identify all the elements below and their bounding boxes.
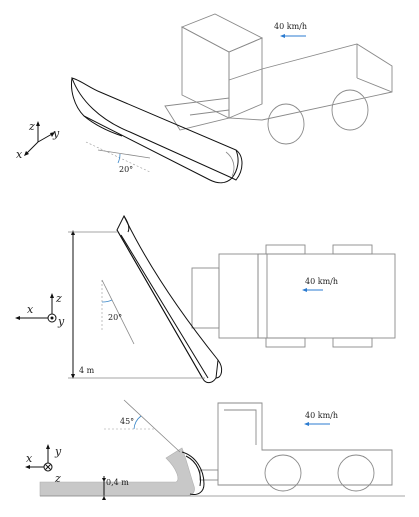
iso-plow-blade — [71, 77, 243, 184]
side-velocity-arrowhead — [304, 422, 309, 426]
side-depth-label: 0,4 m — [106, 478, 129, 487]
plan-axis-triad: x z y — [15, 292, 65, 328]
plan-plow-blade — [116, 214, 223, 384]
side-axis-z: z — [54, 472, 61, 485]
iso-reference-line — [85, 141, 151, 173]
plan-axis-z: z — [55, 292, 62, 305]
plan-angle-arc — [101, 299, 113, 303]
side-angle-label: 45° — [120, 417, 134, 426]
plan-velocity-arrowhead — [302, 288, 307, 292]
side-view: 40 km/h 45° 0,4 m y x — [25, 399, 405, 500]
side-axis-y: y — [54, 445, 62, 458]
side-axis-triad: y x z — [25, 444, 62, 485]
side-depth-dimension: 0,4 m — [102, 476, 129, 500]
plan-length-dimension: 4 m — [68, 230, 205, 379]
iso-angle-leg — [97, 149, 151, 159]
side-speed-label: 40 km/h — [305, 411, 338, 420]
plan-view: 40 km/h 20° 4 m — [15, 214, 396, 384]
side-angle-leg — [123, 399, 181, 453]
iso-velocity-arrowhead — [280, 34, 285, 38]
plan-axis-y: y — [57, 315, 65, 328]
snow-stream — [39, 447, 195, 497]
side-axis-x: x — [26, 452, 33, 465]
plan-angle-leg — [101, 279, 135, 345]
side-plow-blade — [181, 451, 205, 495]
plan-truck — [191, 244, 396, 348]
iso-view: 40 km/h 20° z y x — [16, 13, 393, 184]
iso-axis-x: x — [16, 148, 23, 161]
iso-speed-label: 40 km/h — [274, 22, 307, 31]
side-truck — [199, 402, 393, 492]
iso-axis-z: z — [28, 120, 35, 133]
iso-truck — [164, 13, 393, 145]
plan-length-label: 4 m — [79, 366, 95, 375]
side-angle-arc — [133, 415, 142, 430]
plan-angle-label: 20° — [108, 313, 122, 322]
iso-axis-triad: z y x — [16, 120, 60, 161]
plan-axis-x: x — [27, 303, 34, 316]
iso-angle-arc — [117, 153, 121, 164]
plan-speed-label: 40 km/h — [305, 277, 338, 286]
iso-axis-y: y — [52, 127, 60, 140]
iso-angle-label: 20° — [119, 165, 133, 174]
